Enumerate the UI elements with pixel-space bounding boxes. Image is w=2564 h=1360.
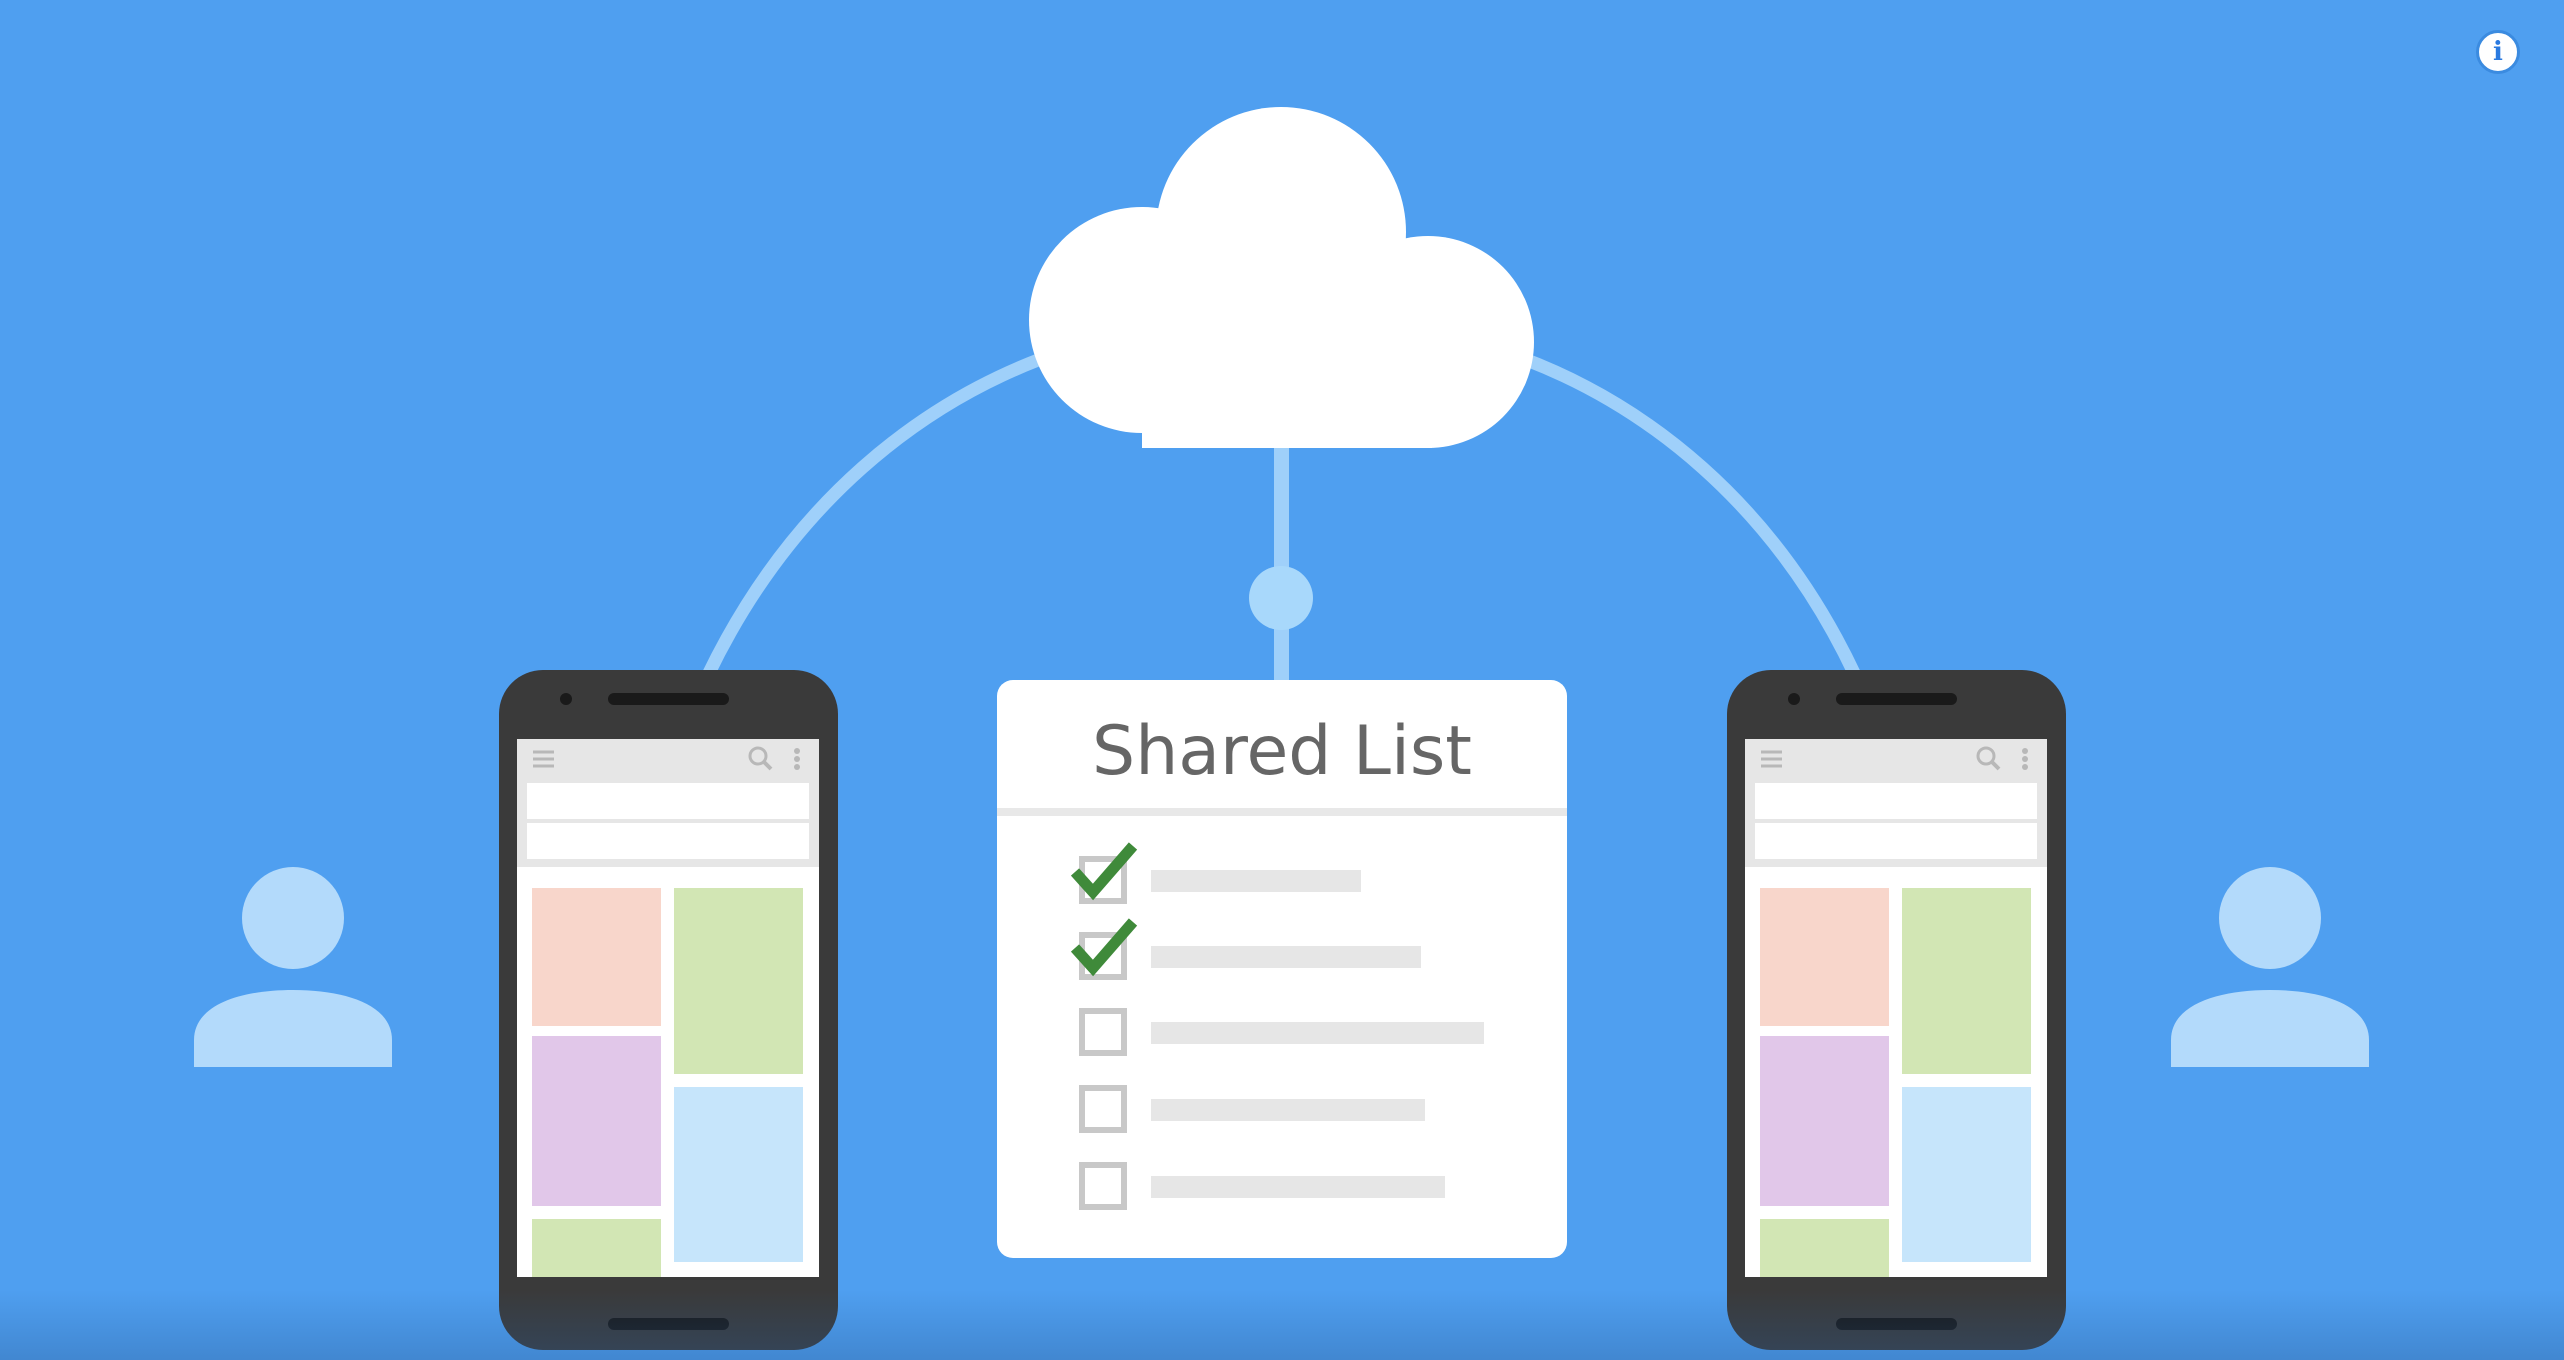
more-vert-icon xyxy=(2022,748,2028,770)
checkbox[interactable] xyxy=(1079,1085,1127,1133)
shared-list-card: Shared List xyxy=(997,680,1567,1258)
person-icon-right xyxy=(2171,867,2369,1067)
search-icon xyxy=(748,746,773,771)
tile xyxy=(532,888,661,1026)
connector-arc-left xyxy=(702,345,1063,678)
search-icon xyxy=(1976,746,2001,771)
menu-icon xyxy=(1761,750,1782,768)
list-item[interactable] xyxy=(1079,1008,1529,1056)
connector-node xyxy=(1249,566,1313,630)
tile xyxy=(1902,1087,2031,1262)
connector-arc-right xyxy=(1502,345,1861,678)
tile xyxy=(674,1087,803,1262)
checkbox[interactable] xyxy=(1079,1008,1127,1056)
person-icon-left xyxy=(194,867,392,1067)
shared-list-title: Shared List xyxy=(1092,712,1472,791)
app-bar xyxy=(1745,739,2047,779)
item-text-line xyxy=(1151,946,1421,968)
list-item[interactable] xyxy=(1079,1162,1529,1210)
check-icon xyxy=(1070,842,1138,901)
phone-left xyxy=(499,670,838,1350)
menu-icon xyxy=(533,750,554,768)
item-text-line xyxy=(1151,1176,1445,1198)
item-text-line xyxy=(1151,870,1361,892)
tile xyxy=(532,1219,661,1277)
list-item[interactable] xyxy=(1070,918,1529,980)
more-vert-icon xyxy=(794,748,800,770)
check-icon xyxy=(1070,918,1138,977)
cloud-icon xyxy=(1029,107,1534,448)
list-item[interactable] xyxy=(1079,1085,1529,1133)
tile xyxy=(674,888,803,1074)
checkbox[interactable] xyxy=(1079,1162,1127,1210)
tile xyxy=(1760,1219,1889,1277)
item-text-line xyxy=(1151,1022,1484,1044)
tile xyxy=(1902,888,2031,1074)
bottom-shadow xyxy=(0,1290,2564,1360)
app-bar xyxy=(517,739,819,779)
connector-vertical xyxy=(1274,440,1289,685)
tile xyxy=(1760,1036,1889,1206)
tile xyxy=(532,1036,661,1206)
list-item[interactable] xyxy=(1070,842,1529,904)
title-divider xyxy=(997,808,1567,816)
item-text-line xyxy=(1151,1099,1425,1121)
phone-right xyxy=(1727,670,2066,1350)
info-icon[interactable]: i xyxy=(2476,30,2520,74)
tile xyxy=(1760,888,1889,1026)
